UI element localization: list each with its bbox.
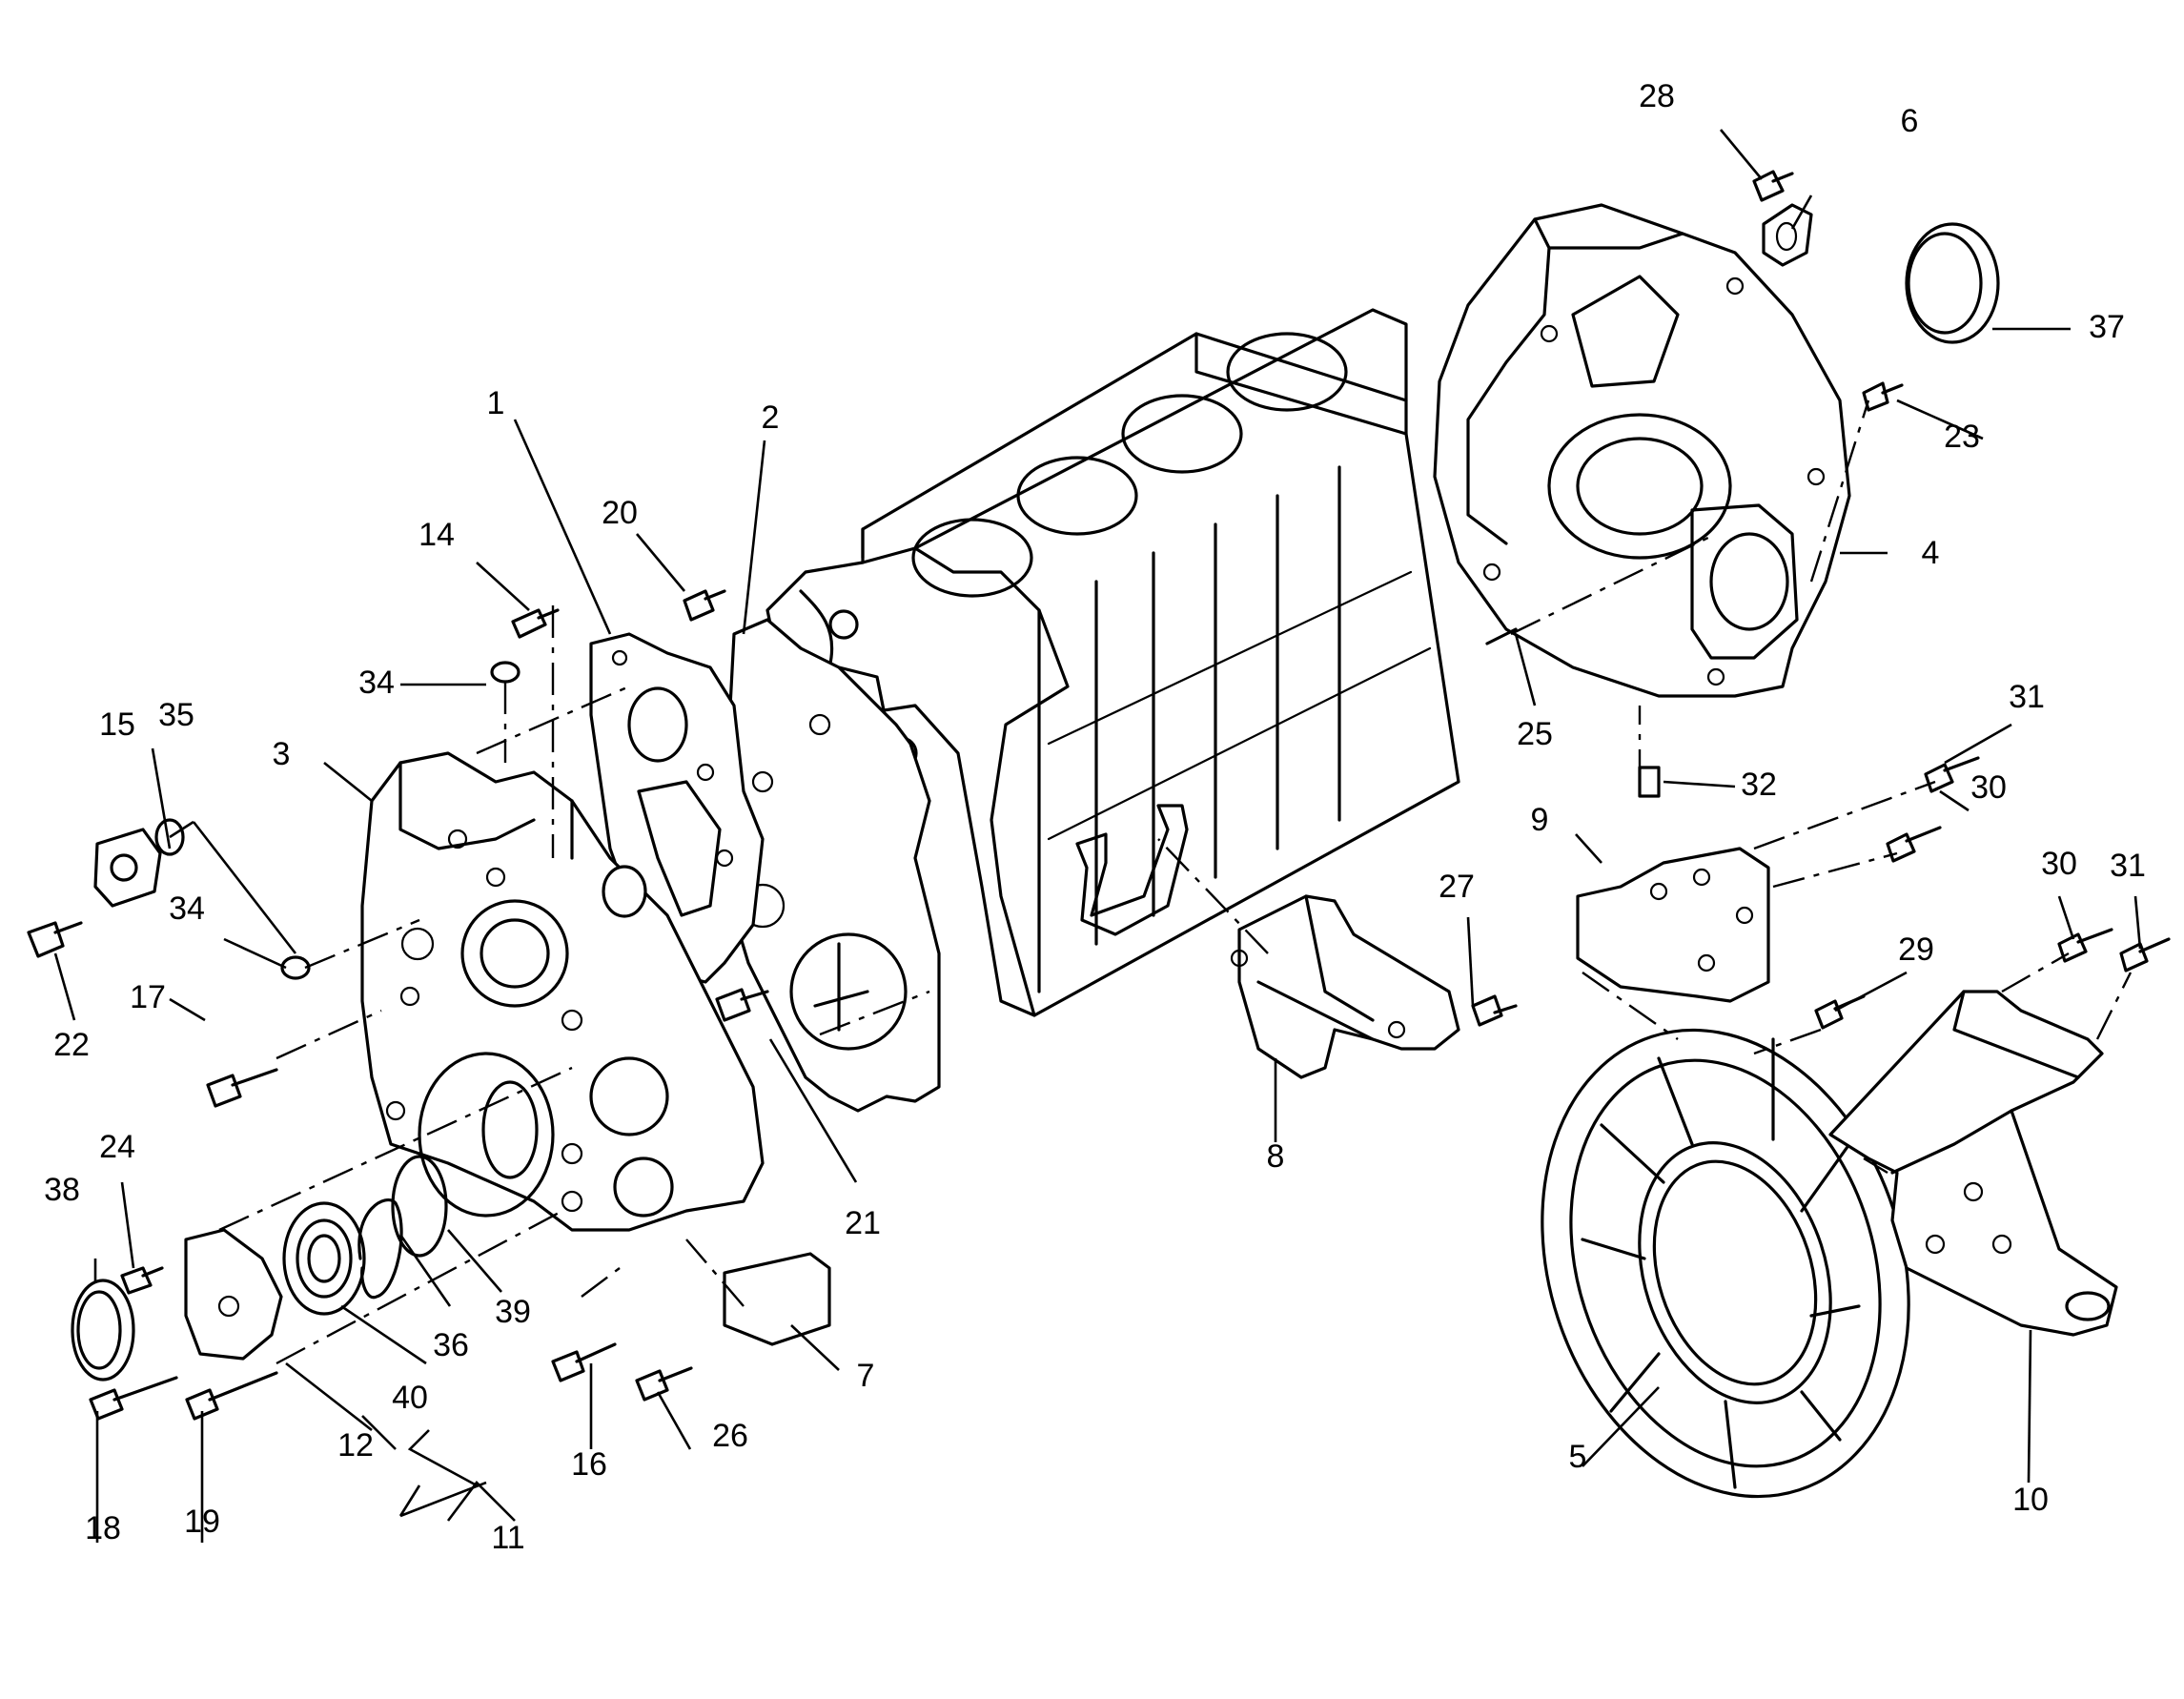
callout-12: 12 [337, 1427, 374, 1464]
leader-lines [53, 129, 2142, 1543]
callout-38: 38 [44, 1172, 80, 1208]
engine-block [765, 308, 1460, 1017]
mount-bracket-8 [1230, 894, 1460, 1079]
callout-23: 23 [1944, 419, 1980, 455]
callout-3: 3 [273, 736, 291, 772]
callout-9: 9 [1531, 802, 1549, 838]
timing-case-3 [360, 751, 765, 1232]
callout-15: 15 [99, 706, 135, 743]
callout-5: 5 [1569, 1439, 1587, 1475]
mount-plate-9 [1576, 847, 1770, 1003]
callout-39: 39 [495, 1294, 531, 1330]
callout-32: 32 [1741, 767, 1777, 803]
flywheel-housing-4 [1433, 203, 1851, 698]
callout-10: 10 [2012, 1482, 2049, 1518]
callout-16: 16 [571, 1446, 607, 1483]
callout-18: 18 [85, 1510, 121, 1546]
callout-22: 22 [53, 1027, 90, 1063]
callout-34-upper: 34 [358, 665, 395, 701]
cover-7 [723, 1252, 831, 1346]
callout-labels: 1 2 3 4 5 6 7 8 9 10 11 12 14 15 16 17 1… [44, 78, 2146, 1556]
callout-29: 29 [1898, 931, 1934, 968]
callout-17: 17 [130, 979, 166, 1015]
bell-housing-5 [1541, 1028, 1910, 1499]
callout-40: 40 [392, 1380, 428, 1416]
callout-7: 7 [857, 1358, 875, 1394]
callout-4: 4 [1922, 535, 1940, 571]
callout-37: 37 [2089, 309, 2125, 345]
callout-36: 36 [433, 1327, 469, 1363]
callout-2: 2 [762, 399, 780, 436]
callout-31-upper: 31 [2009, 679, 2045, 715]
callout-26: 26 [712, 1418, 748, 1454]
assembly-lines [218, 399, 2133, 1365]
callout-1: 1 [487, 385, 505, 421]
callout-24: 24 [99, 1129, 135, 1165]
small-parts [27, 170, 2171, 1421]
callout-27: 27 [1439, 869, 1475, 905]
callout-28: 28 [1639, 78, 1675, 114]
callout-30-upper: 30 [1970, 769, 2007, 806]
callout-25: 25 [1517, 716, 1553, 752]
callout-20: 20 [602, 495, 638, 531]
callout-30-lower: 30 [2041, 846, 2077, 882]
mount-bracket-10 [1828, 990, 2118, 1337]
callout-31-lower: 31 [2110, 848, 2146, 884]
callout-14: 14 [418, 517, 455, 553]
callout-19: 19 [184, 1504, 220, 1540]
callout-21: 21 [845, 1205, 881, 1241]
callout-34-left: 34 [169, 890, 205, 927]
callout-35: 35 [158, 697, 194, 733]
callout-6: 6 [1901, 103, 1919, 139]
callout-8: 8 [1267, 1138, 1285, 1175]
callout-11: 11 [491, 1520, 524, 1556]
